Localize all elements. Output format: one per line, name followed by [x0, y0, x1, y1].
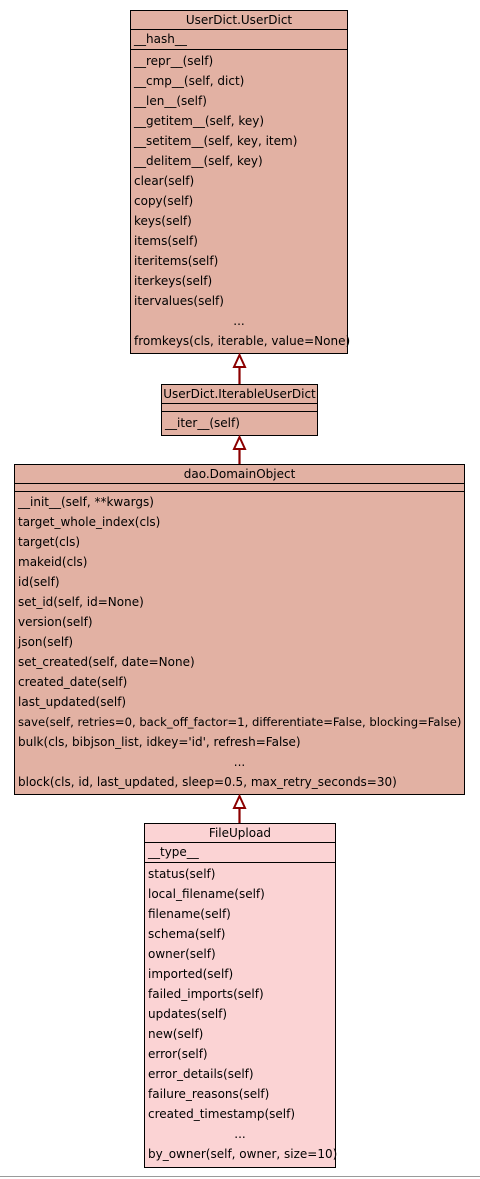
method: schema(self)	[148, 927, 226, 941]
method: set_created(self, date=None)	[18, 655, 195, 669]
method: updates(self)	[148, 1007, 228, 1021]
method: created_date(self)	[18, 675, 128, 689]
method: __delitem__(self, key)	[134, 154, 263, 168]
method-ellipsis: ...	[234, 1127, 246, 1141]
method: clear(self)	[134, 174, 195, 188]
method: last_updated(self)	[18, 695, 127, 709]
method: failed_imports(self)	[148, 987, 264, 1001]
method: target_whole_index(cls)	[18, 515, 161, 529]
method-list: status(self) local_filename(self) filena…	[145, 863, 338, 1164]
method: makeid(cls)	[18, 555, 88, 569]
bottom-divider	[0, 1176, 480, 1177]
method: imported(self)	[148, 967, 234, 981]
method: __len__(self)	[134, 94, 207, 108]
attribute: __type__	[148, 845, 199, 859]
class-name: UserDict.IterableUserDict	[162, 385, 317, 404]
inheritance-arrow-fileupload-to-domainobject	[232, 793, 247, 823]
class-name: dao.DomainObject	[15, 465, 464, 484]
method: __init__(self, **kwargs)	[18, 495, 154, 509]
inheritance-arrow-iterable-to-userdict	[232, 352, 247, 384]
method: iterkeys(self)	[134, 274, 213, 288]
method: local_filename(self)	[148, 887, 265, 901]
method: keys(self)	[134, 214, 192, 228]
class-name: FileUpload	[145, 824, 335, 843]
method: bulk(cls, bibjson_list, idkey='id', refr…	[18, 735, 301, 749]
method-list: __repr__(self) __cmp__(self, dict) __len…	[131, 50, 351, 351]
method: __getitem__(self, key)	[134, 114, 265, 128]
method: id(self)	[18, 575, 60, 589]
method: status(self)	[148, 867, 216, 881]
class-userdict[interactable]: UserDict.UserDict __hash__ __repr__(self…	[130, 10, 351, 354]
method: target(cls)	[18, 535, 81, 549]
method: block(cls, id, last_updated, sleep=0.5, …	[18, 775, 397, 789]
attribute: __hash__	[134, 32, 187, 46]
method-ellipsis: ...	[233, 755, 246, 769]
method: copy(self)	[134, 194, 194, 208]
method: __repr__(self)	[134, 54, 214, 68]
attribute-list	[162, 404, 317, 412]
method: filename(self)	[148, 907, 231, 921]
method: owner(self)	[148, 947, 216, 961]
method: by_owner(self, owner, size=10)	[148, 1147, 338, 1161]
method: __setitem__(self, key, item)	[134, 134, 298, 148]
class-domainobject[interactable]: dao.DomainObject __init__(self, **kwargs…	[14, 464, 465, 795]
method: set_id(self, id=None)	[18, 595, 144, 609]
class-name: UserDict.UserDict	[131, 11, 347, 30]
method: __cmp__(self, dict)	[134, 74, 245, 88]
class-iterableuserdict[interactable]: UserDict.IterableUserDict __iter__(self)	[161, 384, 318, 436]
inheritance-arrow-domainobject-to-iterable	[232, 434, 247, 464]
method: created_timestamp(self)	[148, 1107, 295, 1121]
method: version(self)	[18, 615, 93, 629]
method: json(self)	[18, 635, 74, 649]
method: itervalues(self)	[134, 294, 224, 308]
method: iteritems(self)	[134, 254, 219, 268]
attribute-list	[15, 484, 464, 492]
method: save(self, retries=0, back_off_factor=1,…	[18, 715, 462, 729]
method: error_details(self)	[148, 1067, 254, 1081]
attribute-list: __type__	[145, 843, 335, 863]
method: error(self)	[148, 1047, 208, 1061]
method-list: __iter__(self)	[162, 412, 317, 434]
attribute-list: __hash__	[131, 30, 347, 50]
method: new(self)	[148, 1027, 204, 1041]
method: items(self)	[134, 234, 198, 248]
method-list: __init__(self, **kwargs) target_whole_in…	[15, 492, 464, 792]
class-fileupload[interactable]: FileUpload __type__ status(self) local_f…	[144, 823, 338, 1168]
method: fromkeys(cls, iterable, value=None)	[134, 334, 351, 348]
method-ellipsis: ...	[233, 314, 245, 328]
method: __iter__(self)	[165, 416, 240, 430]
method: failure_reasons(self)	[148, 1087, 270, 1101]
